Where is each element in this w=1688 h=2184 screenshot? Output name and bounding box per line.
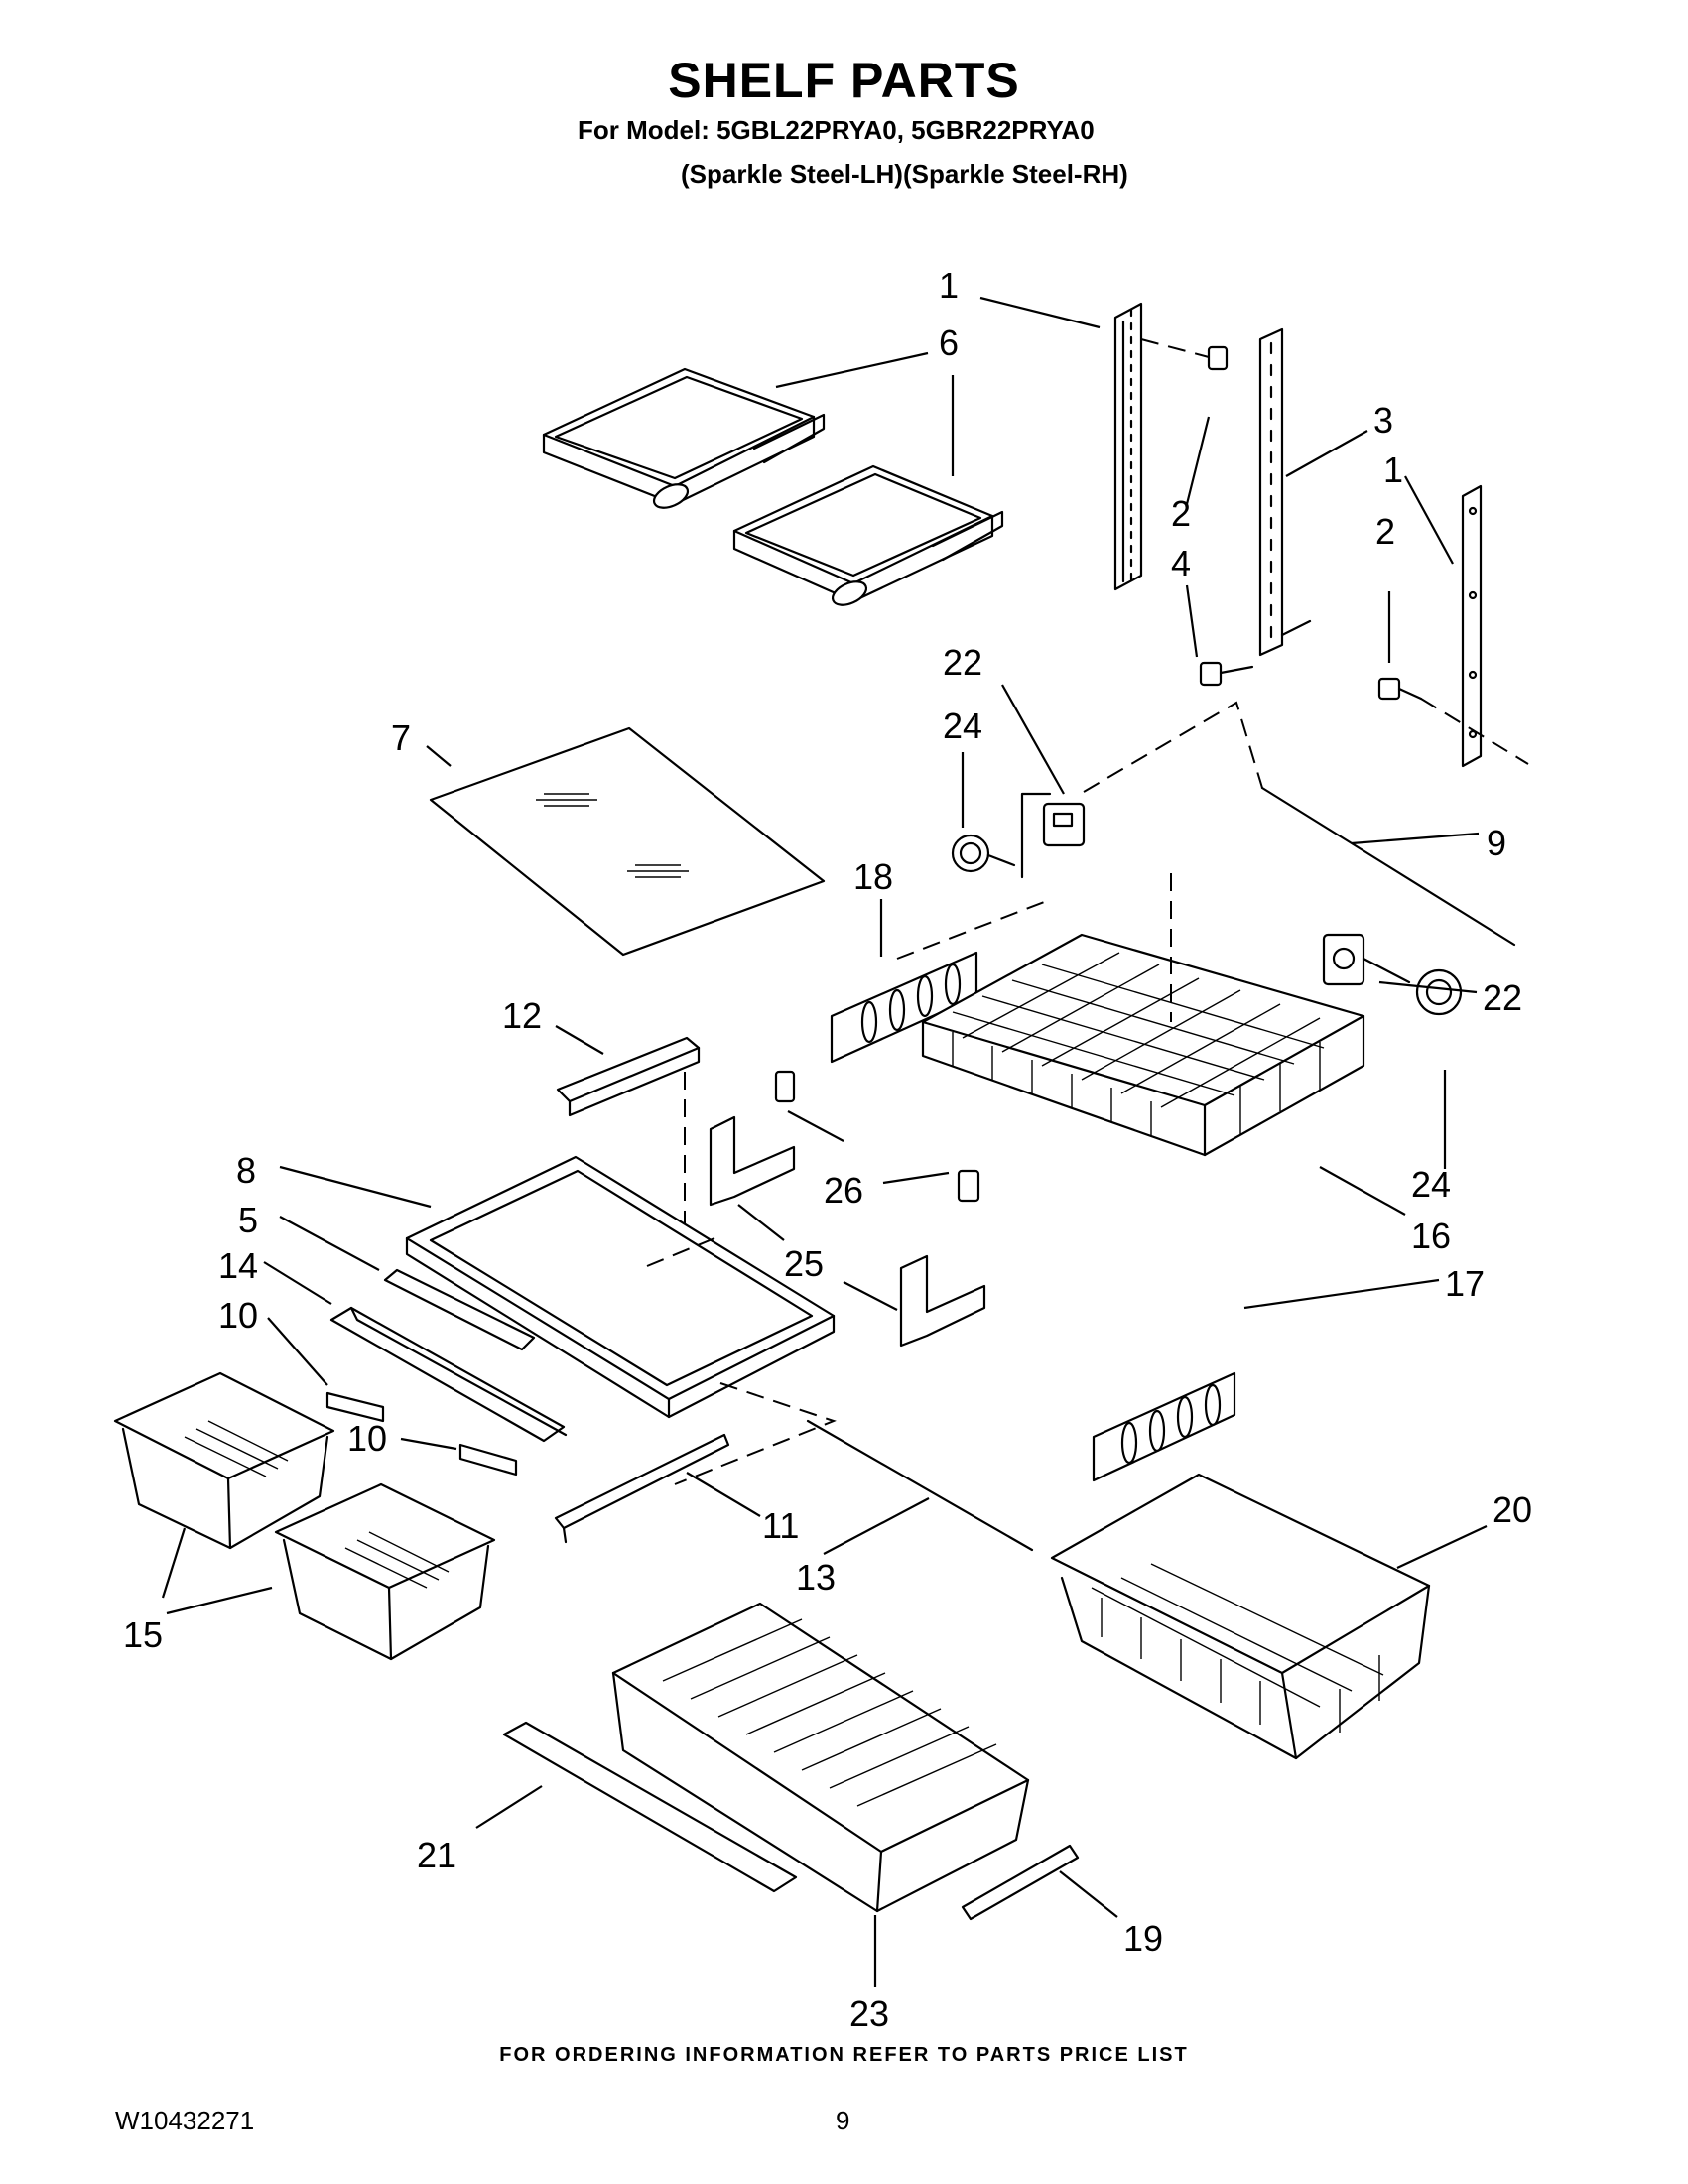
part-16-wire-basket (921, 873, 1365, 1157)
part-20-wire-basket (1050, 1473, 1431, 1760)
callout-22: 22 (943, 642, 982, 683)
callout-1: 1 (939, 265, 959, 306)
ordering-note: FOR ORDERING INFORMATION REFER TO PARTS … (499, 2044, 1189, 2066)
callout-labels: 1 6 3 1 2 4 2 22 24 7 9 18 22 12 8 5 14 … (123, 265, 1532, 2034)
callout-5: 5 (238, 1200, 258, 1240)
part-25-support-lower (899, 1254, 986, 1348)
part-23-drawer (611, 1602, 1030, 1913)
part-6-shelf-upper (542, 367, 826, 509)
leader-lines (161, 296, 1488, 1987)
part-10-clip-upper (325, 1391, 385, 1423)
part-4-screw (1199, 661, 1254, 687)
callout-15: 15 (123, 1614, 163, 1655)
callout-18: 18 (853, 856, 893, 897)
callout-1: 1 (1383, 450, 1403, 490)
callout-12: 12 (502, 995, 542, 1036)
part-15-bin-left (113, 1371, 335, 1550)
callout-23: 23 (849, 1993, 889, 2034)
callout-9: 9 (1487, 823, 1506, 863)
callout-8: 8 (236, 1150, 256, 1191)
part-15-bin-right (274, 1482, 496, 1661)
callout-7: 7 (391, 717, 411, 758)
callout-21: 21 (417, 1835, 456, 1875)
callout-26: 26 (824, 1170, 863, 1211)
part-1-rail-left (1113, 302, 1143, 591)
part-21-trim (502, 1721, 798, 1893)
part-24-gear-lower (1415, 968, 1463, 1016)
callout-13: 13 (796, 1557, 836, 1598)
part-26-clip-upper (774, 1070, 796, 1103)
callout-11: 11 (762, 1505, 799, 1546)
part-8-frame (405, 1155, 837, 1485)
part-25-support-upper (709, 1115, 796, 1207)
callout-2: 2 (1375, 511, 1395, 552)
part-13-rod (806, 1419, 1034, 1552)
part-11-slide (554, 1433, 730, 1544)
callout-14: 14 (218, 1245, 258, 1286)
callout-10: 10 (218, 1295, 258, 1336)
part-7-glass-shelf (429, 726, 826, 957)
part-12-rail (556, 1036, 701, 1230)
callout-4: 4 (1171, 543, 1191, 583)
part-1-rail-right (1461, 484, 1483, 768)
part-22-bracket-upper (1020, 792, 1086, 879)
callout-25: 25 (784, 1243, 824, 1284)
callout-17: 17 (1445, 1263, 1485, 1304)
part-19-clip (961, 1844, 1080, 1921)
part-10-clip-lower (458, 1443, 518, 1477)
part-9-rod (1083, 701, 1516, 947)
callout-20: 20 (1493, 1489, 1532, 1530)
callout-3: 3 (1373, 400, 1393, 441)
part-22-bracket-lower (1322, 933, 1411, 986)
part-5-bracket (383, 1268, 536, 1351)
part-2-screw-right (1377, 677, 1529, 765)
callout-10: 10 (347, 1418, 387, 1459)
part-6-shelf-lower (732, 464, 1004, 606)
callout-22: 22 (1483, 977, 1522, 1018)
callout-19: 19 (1123, 1918, 1163, 1959)
page-title: SHELF PARTS (668, 53, 1020, 108)
callout-16: 16 (1411, 1216, 1451, 1256)
part-3-rail-center (1258, 327, 1312, 657)
page-number: 9 (836, 2106, 850, 2135)
part-26-clip-lower (957, 1169, 980, 1203)
callout-24: 24 (943, 706, 982, 746)
callout-24: 24 (1411, 1164, 1451, 1205)
callout-6: 6 (939, 322, 959, 363)
part-24-gear-upper (951, 834, 1016, 873)
part-2-screw-upper (1140, 338, 1229, 371)
finish-line: (Sparkle Steel-LH)(Sparkle Steel-RH) (681, 159, 1128, 189)
part-14-cover (329, 1306, 568, 1443)
model-line: For Model: 5GBL22PRYA0, 5GBR22PRYA0 (578, 115, 1095, 145)
callout-2: 2 (1171, 493, 1191, 534)
document-number: W10432271 (115, 2106, 255, 2135)
